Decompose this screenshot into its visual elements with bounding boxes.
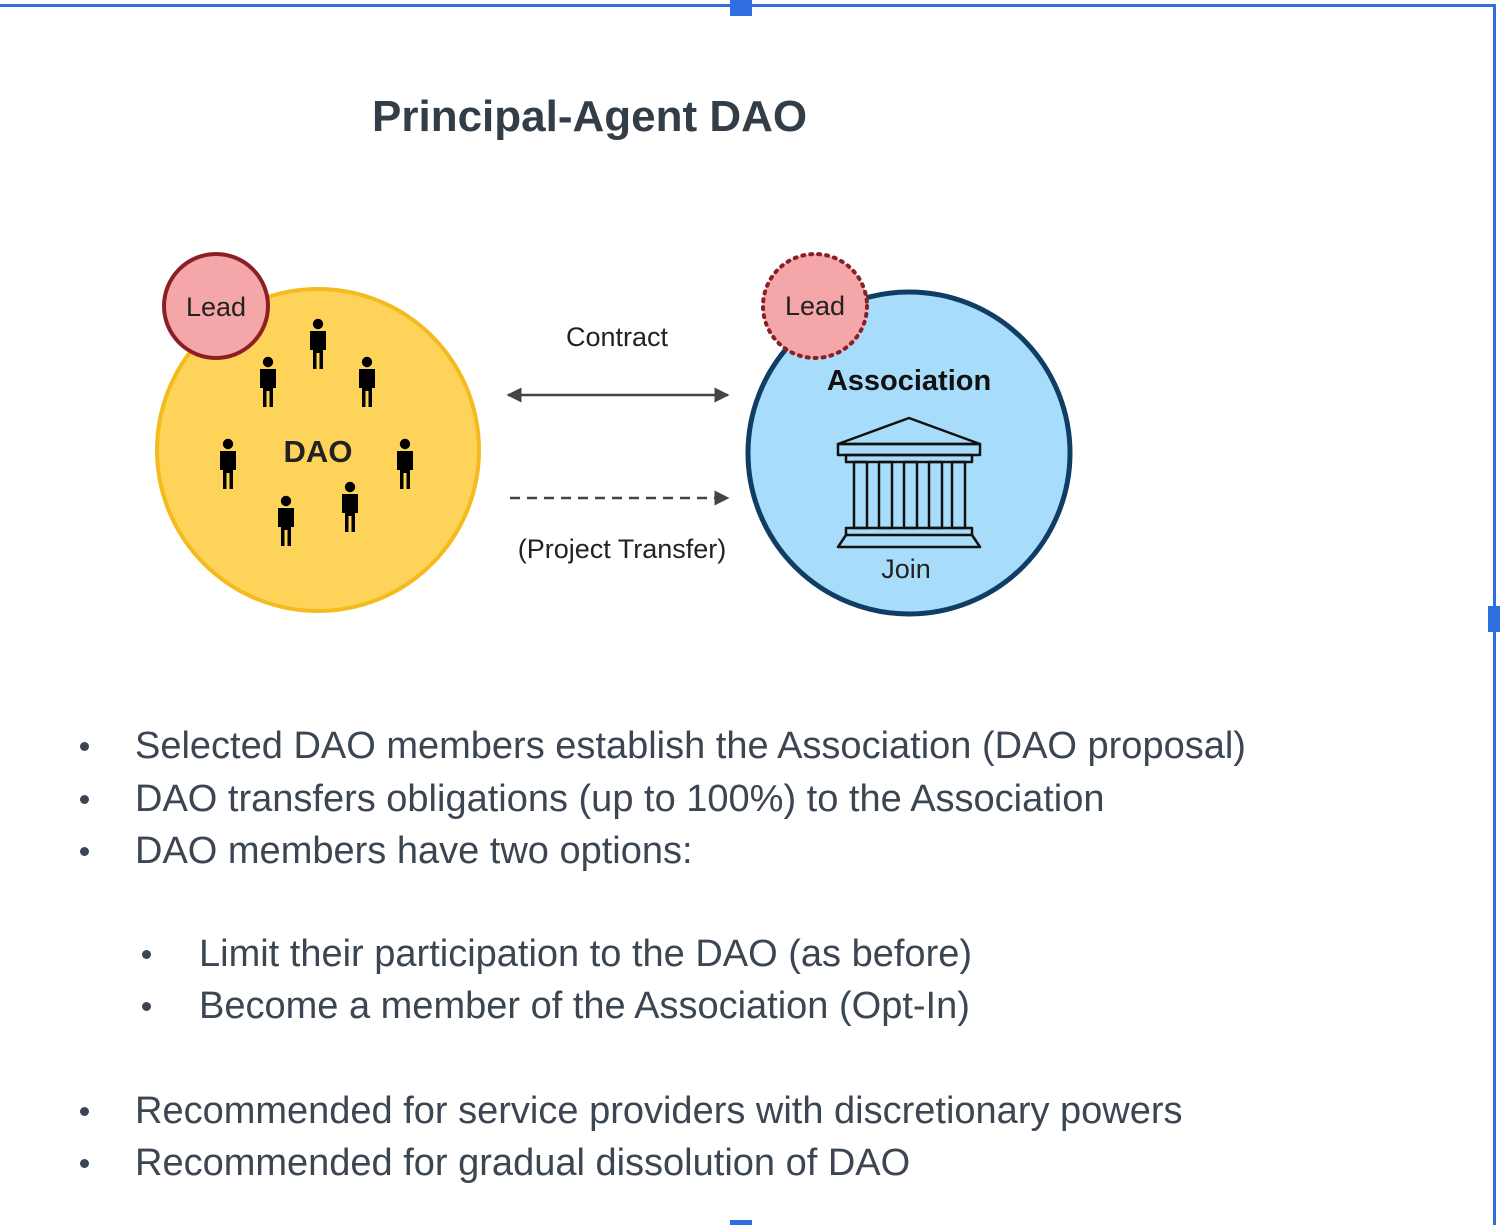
association-circle <box>745 289 1073 617</box>
sub-bullet-dot <box>142 950 151 959</box>
bullet-item: Selected DAO members establish the Assoc… <box>135 725 1246 767</box>
bullet-dot <box>80 742 89 751</box>
contract-label: Contract <box>566 322 669 352</box>
dao-lead-badge: Lead <box>162 252 270 360</box>
bullet-item: Recommended for gradual dissolution of D… <box>135 1142 911 1184</box>
bullet-dot <box>80 847 89 856</box>
bullet-dot <box>80 795 89 804</box>
bullet-item: Recommended for service providers with d… <box>135 1090 1183 1132</box>
resize-handle-bottom[interactable] <box>730 1220 752 1225</box>
sub-bullet-item: Become a member of the Association (Opt-… <box>199 985 970 1027</box>
bullet-item: DAO transfers obligations (up to 100%) t… <box>135 778 1105 820</box>
sub-bullet-item: Limit their participation to the DAO (as… <box>199 933 973 975</box>
join-label: Join <box>881 554 931 584</box>
bullet-item: DAO members have two options: <box>135 830 693 872</box>
bullet-dot <box>80 1159 89 1168</box>
association-lead-label: Lead <box>785 291 845 321</box>
resize-handle-right[interactable] <box>1488 606 1500 632</box>
dao-lead-label: Lead <box>186 292 246 322</box>
association-lead-badge: Lead <box>761 252 869 360</box>
dao-circle <box>155 287 481 613</box>
sub-bullet-dot <box>142 1002 151 1011</box>
principal-agent-diagram: DAO Lead Contract (Project Transfer) Ass… <box>155 252 1073 617</box>
association-label: Association <box>827 365 991 397</box>
slide-title: Principal-Agent DAO <box>372 92 808 141</box>
dao-label: DAO <box>284 434 353 469</box>
resize-handle-top[interactable] <box>730 0 752 16</box>
project-transfer-label: (Project Transfer) <box>518 534 727 564</box>
bullet-dot <box>80 1107 89 1116</box>
building-icon <box>836 416 982 549</box>
